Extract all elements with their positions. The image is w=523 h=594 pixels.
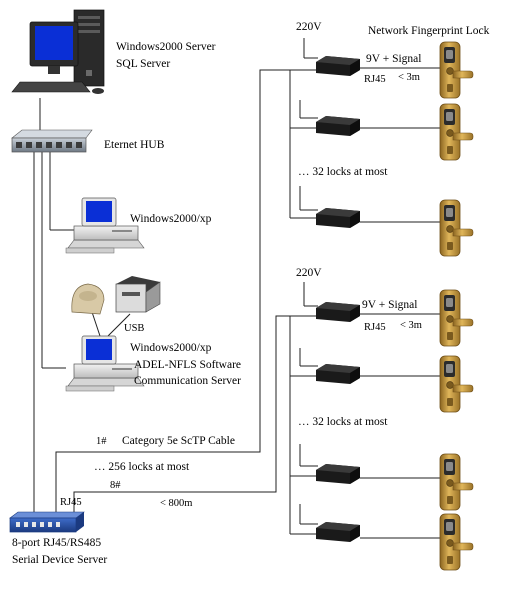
distance-top-label: < 3m — [398, 72, 420, 83]
power-bottom-label: 220V — [296, 267, 322, 279]
hub-label: Eternet HUB — [104, 139, 165, 151]
door-lock-top-2-icon — [439, 103, 474, 161]
lock-controller-bottom-3 — [316, 464, 360, 484]
lock-controller-bottom-4 — [316, 522, 360, 542]
wiring — [33, 38, 440, 539]
server-computer-icon — [11, 9, 105, 94]
door-lock-bottom-2-icon — [439, 355, 474, 413]
max-locks-bottom-label: … 32 locks at most — [298, 416, 388, 428]
usb-label: USB — [124, 323, 144, 334]
lock-controller-bottom-2 — [316, 364, 360, 384]
door-lock-bottom-1-icon — [439, 289, 474, 347]
signal-bottom-label: 9V + Signal — [362, 299, 417, 311]
lock-controller-top-3 — [316, 208, 360, 228]
server-label: Windows2000 Server — [116, 41, 216, 53]
device-server-label-line1: 8-port RJ45/RS485 — [12, 537, 101, 549]
distance-800-label: < 800m — [160, 498, 192, 509]
door-lock-bottom-4-icon — [439, 513, 474, 571]
power-top-label: 220V — [296, 21, 322, 33]
rj45-top-label: RJ45 — [364, 74, 386, 85]
port-8-label: 8# — [110, 480, 121, 491]
card-reader-icon — [115, 276, 161, 313]
lock-controller-top-1 — [316, 56, 360, 76]
rj45-bottom-label: RJ45 — [364, 322, 386, 333]
lock-controller-top-2 — [316, 116, 360, 136]
distance-bottom-label: < 3m — [400, 320, 422, 331]
signal-top-label: 9V + Signal — [366, 53, 421, 65]
sql-label: SQL Server — [116, 58, 170, 70]
workstation-1-icon — [65, 197, 145, 254]
rj45-left-label: RJ45 — [60, 497, 82, 508]
door-lock-top-3-icon — [439, 199, 474, 257]
max-locks-top-label: … 32 locks at most — [298, 166, 388, 178]
port-1-label: 1# — [96, 436, 107, 447]
lock-controller-bottom-1 — [316, 302, 360, 322]
ethernet-hub-icon — [11, 129, 93, 153]
device-server-label-line2: Serial Device Server — [12, 554, 107, 566]
software-label: ADEL-NFLS Software — [134, 359, 241, 371]
workstation-2-label: Windows2000/xp — [130, 342, 212, 354]
door-lock-top-1-icon — [439, 41, 474, 99]
cable-label: Category 5e ScTP Cable — [122, 435, 235, 447]
fingerprint-enroller-icon — [71, 283, 105, 315]
comm-server-label: Communication Server — [134, 375, 241, 387]
serial-device-server-icon — [9, 511, 85, 533]
max-locks-total-label: … 256 locks at most — [94, 461, 190, 473]
workstation-1-label: Windows2000/xp — [130, 213, 212, 225]
diagram-title: Network Fingerprint Lock — [368, 25, 490, 37]
door-lock-bottom-3-icon — [439, 453, 474, 511]
